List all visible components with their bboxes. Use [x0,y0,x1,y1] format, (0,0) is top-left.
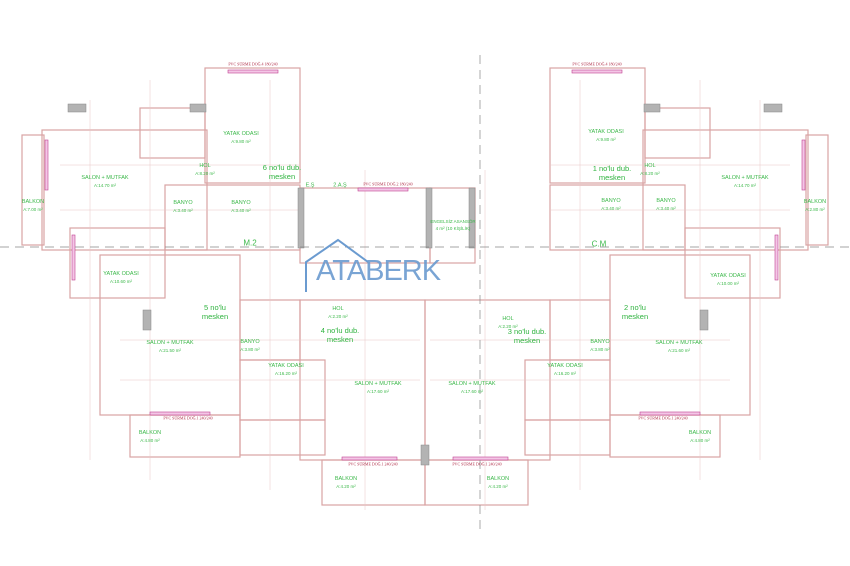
balcony-3 [424,459,529,506]
window-label: PVC SÜRME DOĞ.4 180/240 [228,61,278,67]
balcony-6 [21,134,45,246]
window-label: PVC SÜRME DOĞ.1 240/240 [163,415,213,421]
wall-stair-1 [644,107,711,159]
wall-bedroom-5 [69,227,166,299]
wall-bath-1 [549,184,686,251]
wall-bath-6 [164,184,301,251]
wall-stair-6 [139,107,206,159]
window-label: PVC SÜRME DOĞ.1 240/240 [452,461,502,467]
window-label: PVC SÜRME DOĞ.1 240/240 [348,461,398,467]
unit-label-6: 6 no'lu dub.mesken [262,163,302,181]
watermark-logo: ATABERK [316,255,441,287]
wall-bedroom-2 [684,227,781,299]
unit-label-4: 4 no'lu dub.mesken [320,326,360,344]
balcony-1 [805,134,829,246]
watermark-house-icon [305,238,369,292]
wall-salon-1 [642,129,809,251]
window-label: PVC SÜRME DOĞ.4 180/240 [572,61,622,67]
unit-label-1: 1 no'lu dub.mesken [592,164,632,182]
room-label: M.2 [243,238,257,248]
window-label: PVC SÜRME DOĞ.2 180/240 [363,181,413,187]
room-label: 2.A.Ş [333,182,347,189]
unit-label-3: 3 no'lu dub.mesken [507,327,547,345]
room-label: C.M [591,239,607,249]
room-label: E.Ş [305,182,315,189]
window-label: PVC SÜRME DOĞ.1 240/240 [638,415,688,421]
wall-salon-6 [41,129,208,251]
